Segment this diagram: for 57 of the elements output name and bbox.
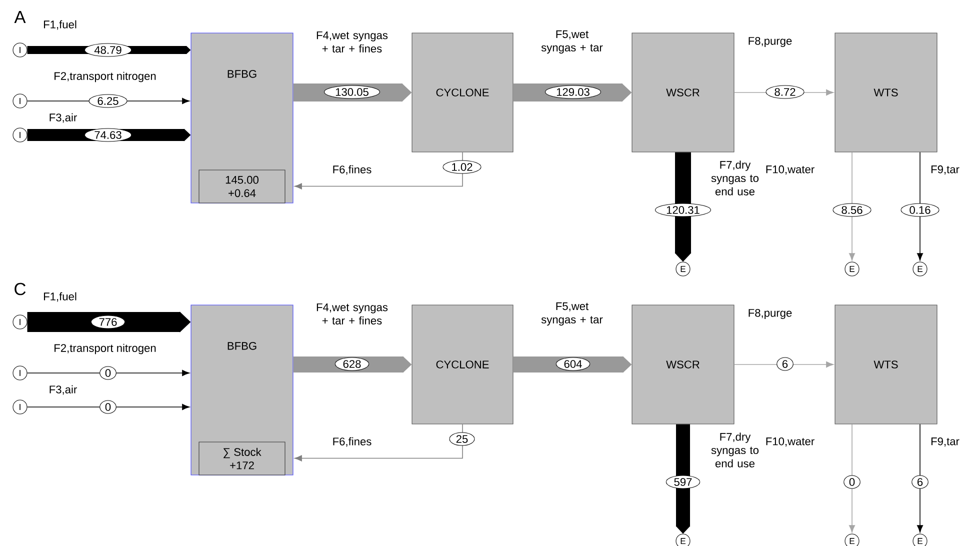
process-box: WTS: [834, 32, 938, 152]
flow-label: F8,purge: [748, 37, 792, 47]
flow-value: 6: [776, 357, 794, 371]
flow-value: 776: [90, 315, 126, 329]
flow-label: F7,dry syngas to end use: [711, 160, 759, 196]
flow-value: 0: [100, 366, 116, 380]
flow-value: 74.63: [84, 128, 132, 142]
flow-value: 1.02: [442, 160, 482, 174]
flow-label: F9,tar: [931, 165, 960, 175]
flow-label: F7,dry syngas to end use: [711, 432, 759, 468]
flow-label: F3,air: [50, 113, 77, 123]
flow-value: 597: [666, 475, 700, 489]
flow-label: F1,fuel: [44, 292, 76, 302]
flow-arrow: [848, 424, 856, 533]
flow-label: F4,wet syngas + tar + fines: [316, 31, 388, 53]
flow-arrow: [848, 152, 856, 261]
flow-label: F6,fines: [333, 165, 372, 175]
flow-value: 0: [100, 400, 116, 414]
flow-arrow: [734, 361, 834, 368]
process-box: CYCLONE: [412, 304, 514, 424]
flow-label: F10,water: [766, 165, 814, 175]
flow-value: 6: [912, 475, 928, 489]
flow-label: F2,transport nitrogen: [54, 72, 156, 82]
flow-label: F8,purge: [748, 309, 792, 320]
flow-label: F2,transport nitrogen: [54, 344, 156, 354]
flow-value: 129.03: [545, 85, 601, 99]
process-box: WSCR: [632, 304, 734, 424]
flow-value: 25: [449, 432, 475, 446]
flow-label: F6,fines: [333, 437, 372, 447]
flow-value: 0: [844, 475, 860, 489]
flow-value: 48.79: [84, 43, 132, 57]
flow-label: F4,wet syngas + tar + fines: [316, 303, 388, 325]
flow-arrow: [26, 370, 190, 376]
process-box: CYCLONE: [412, 32, 514, 152]
flow-label: F5,wet syngas + tar: [541, 30, 603, 54]
flow-value: 628: [334, 357, 370, 371]
panel-letter: A: [14, 11, 26, 23]
flow-arrow: [917, 152, 924, 261]
panel-letter: C: [14, 282, 26, 296]
stock-box: ∑ Stock +172: [198, 442, 286, 476]
process-box: WSCR: [632, 32, 734, 152]
flow-value: 120.31: [655, 203, 711, 217]
flow-value: 0.16: [900, 203, 940, 217]
flow-value: 8.56: [832, 203, 872, 217]
flow-label: F5,wet syngas + tar: [541, 302, 603, 326]
process-box: WTS: [834, 304, 938, 424]
flow-label: F10,water: [766, 437, 814, 447]
stock-box: 145.00 +0.64: [198, 170, 286, 204]
flow-label: F3,air: [50, 385, 77, 395]
flow-value: 8.72: [766, 85, 804, 99]
flow-label: F1,fuel: [44, 20, 76, 30]
flow-value: 6.25: [88, 94, 128, 108]
flow-value: 604: [556, 357, 590, 371]
flow-value: 130.05: [324, 85, 380, 99]
flow-label: F9,tar: [931, 437, 960, 447]
flow-arrow: [26, 404, 190, 410]
flow-arrow: [917, 424, 924, 533]
